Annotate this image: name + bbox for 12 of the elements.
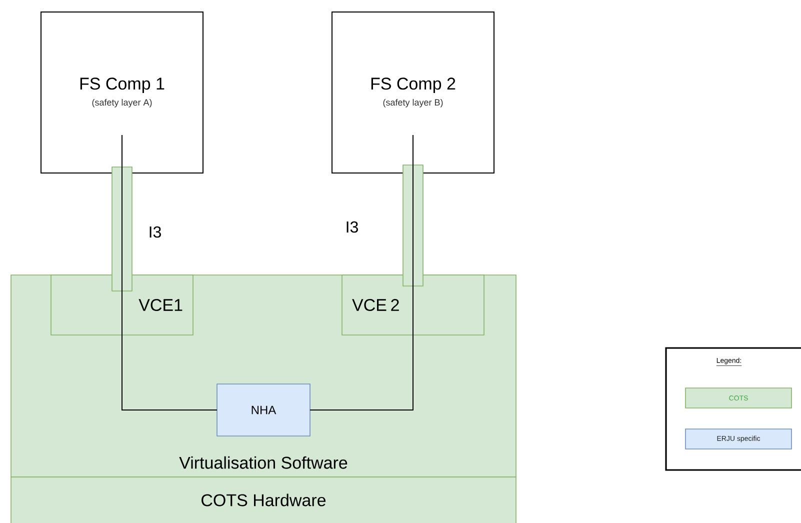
connector-line <box>402 134 424 336</box>
connector-line <box>310 334 414 410</box>
environment-box: VCE 2 <box>342 274 484 336</box>
component-box: FS Comp 2 (safety layer B) <box>332 12 494 174</box>
environment-box: VCE1 <box>50 274 194 336</box>
connector-line <box>112 134 132 336</box>
interface-label: I3 <box>346 221 358 233</box>
interface-label: I3 <box>150 226 161 238</box>
component-box: NHA <box>216 384 310 436</box>
component-box: FS Comp 1 (safety layer A) <box>40 12 204 174</box>
hardware-layer: COTS Hardware <box>10 476 516 523</box>
connector-line <box>122 334 218 410</box>
